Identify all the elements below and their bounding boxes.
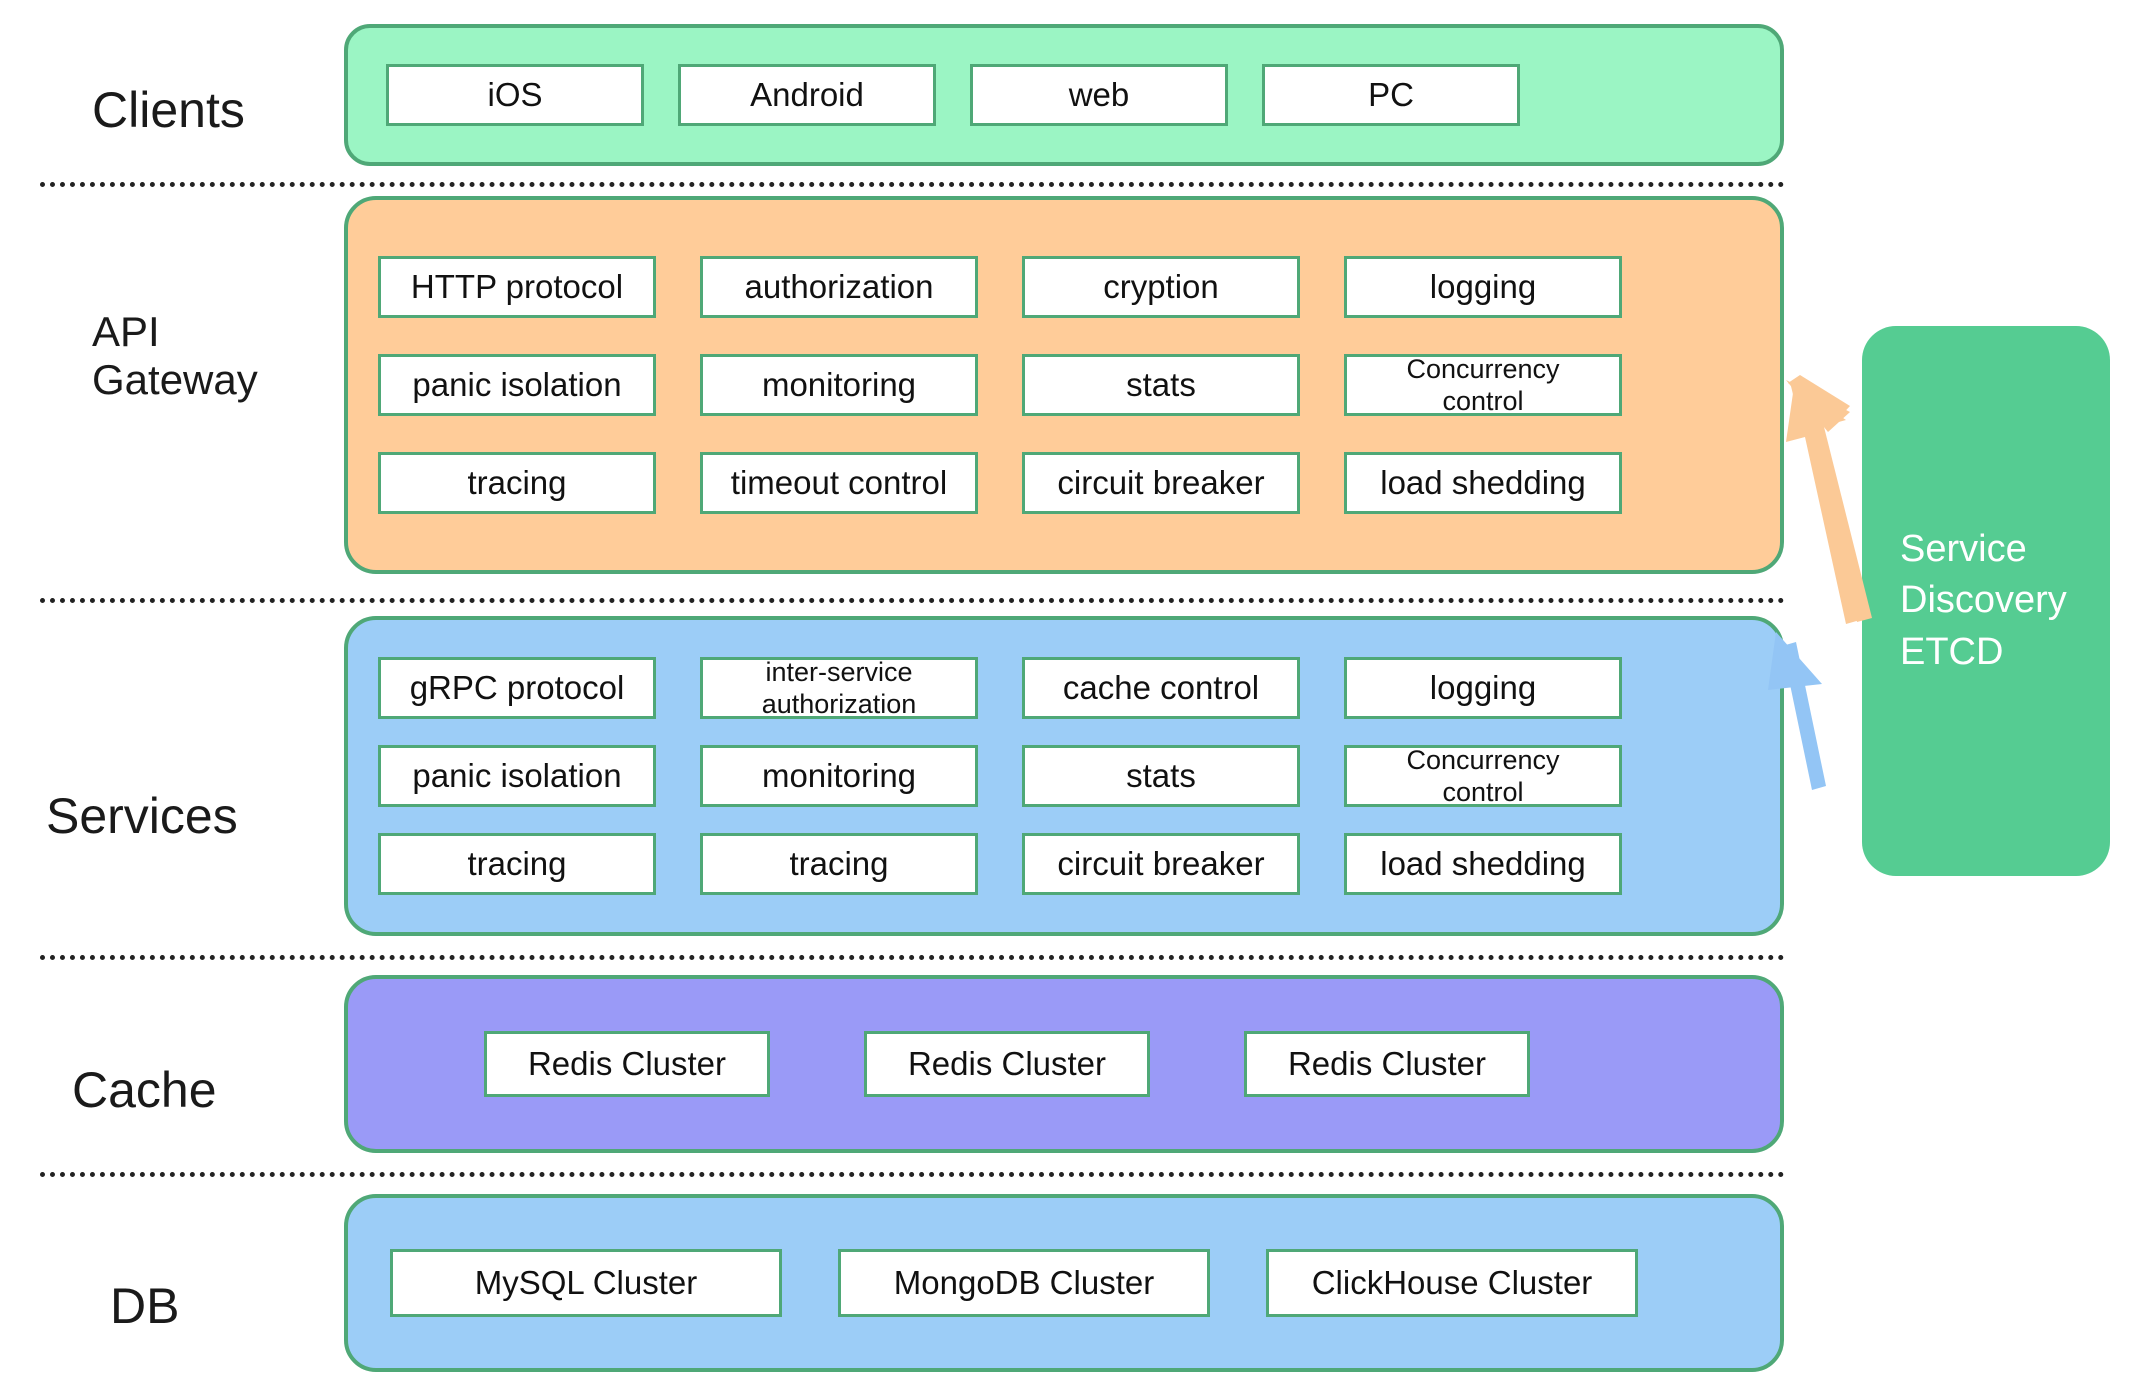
layer-item[interactable]: Redis Cluster <box>1244 1031 1530 1097</box>
row-label-clients: Clients <box>92 82 245 138</box>
layer-item[interactable]: web <box>970 64 1228 126</box>
layer-item[interactable]: Redis Cluster <box>864 1031 1150 1097</box>
layer-item[interactable]: stats <box>1022 354 1300 416</box>
service-discovery-label: Service Discovery ETCD <box>1900 528 2067 673</box>
layer-item[interactable]: MongoDB Cluster <box>838 1249 1210 1317</box>
row-label-services: Services <box>46 788 238 844</box>
layer-item[interactable]: logging <box>1344 657 1622 719</box>
layer-item[interactable]: HTTP protocol <box>378 256 656 318</box>
layer-cache: Redis Cluster Redis Cluster Redis Cluste… <box>344 975 1784 1153</box>
layer-item[interactable]: circuit breaker <box>1022 833 1300 895</box>
layer-clients: iOS Android web PC <box>344 24 1784 166</box>
layer-item[interactable]: panic isolation <box>378 745 656 807</box>
layer-item[interactable]: tracing <box>700 833 978 895</box>
layer-item[interactable]: Concurrency control <box>1344 745 1622 807</box>
layer-item[interactable]: ClickHouse Cluster <box>1266 1249 1638 1317</box>
layer-api-gateway: HTTP protocol authorization cryption log… <box>344 196 1784 574</box>
arrow-service-discovery-to-api-gateway <box>1786 375 1872 624</box>
layer-item[interactable]: authorization <box>700 256 978 318</box>
layer-item[interactable]: load shedding <box>1344 452 1622 514</box>
layer-item[interactable]: monitoring <box>700 745 978 807</box>
layer-item[interactable]: PC <box>1262 64 1520 126</box>
layer-item[interactable]: MySQL Cluster <box>390 1249 782 1317</box>
layer-item[interactable]: inter-service authorization <box>700 657 978 719</box>
row-label-cache: Cache <box>72 1062 217 1118</box>
service-discovery-panel[interactable]: Service Discovery ETCD <box>1862 326 2110 876</box>
divider-cache-db <box>40 1172 1785 1177</box>
layer-item[interactable]: timeout control <box>700 452 978 514</box>
layer-item[interactable]: cache control <box>1022 657 1300 719</box>
divider-services-cache <box>40 955 1785 960</box>
layer-item[interactable]: Concurrency control <box>1344 354 1622 416</box>
layer-item[interactable]: monitoring <box>700 354 978 416</box>
layer-item[interactable]: gRPC protocol <box>378 657 656 719</box>
row-label-api-gateway: API Gateway <box>92 308 258 404</box>
layer-item[interactable]: circuit breaker <box>1022 452 1300 514</box>
layer-item[interactable]: tracing <box>378 833 656 895</box>
layer-item[interactable]: load shedding <box>1344 833 1622 895</box>
layer-item[interactable]: Android <box>678 64 936 126</box>
divider-api-services <box>40 598 1785 603</box>
layer-db: MySQL Cluster MongoDB Cluster ClickHouse… <box>344 1194 1784 1372</box>
layer-item[interactable]: cryption <box>1022 256 1300 318</box>
layer-item[interactable]: panic isolation <box>378 354 656 416</box>
row-label-db: DB <box>110 1278 180 1334</box>
layer-item[interactable]: Redis Cluster <box>484 1031 770 1097</box>
layer-item[interactable]: iOS <box>386 64 644 126</box>
divider-clients-api <box>40 182 1785 187</box>
layer-item[interactable]: tracing <box>378 452 656 514</box>
layer-item[interactable]: stats <box>1022 745 1300 807</box>
layer-item[interactable]: logging <box>1344 256 1622 318</box>
layer-services: gRPC protocol inter-service authorizatio… <box>344 616 1784 936</box>
